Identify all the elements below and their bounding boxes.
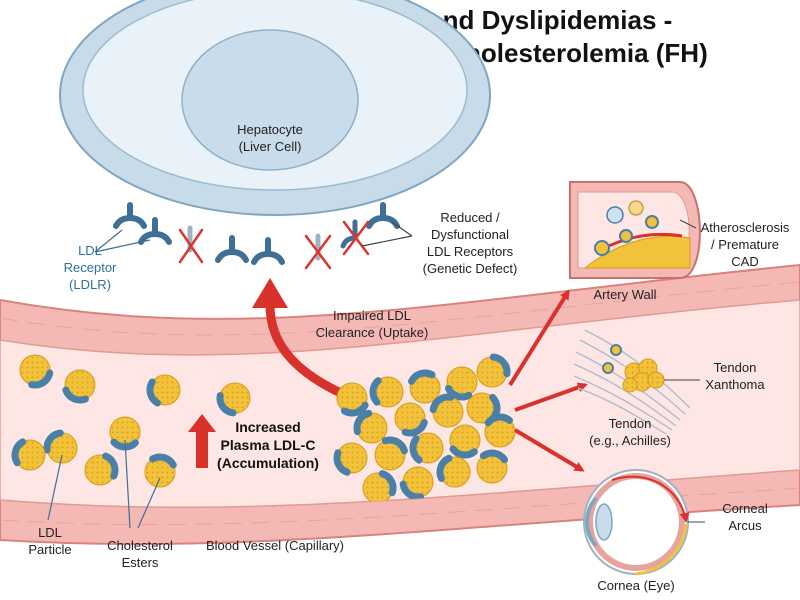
tendon-illustration [573,329,691,435]
tendon-xanthoma-cluster [602,344,700,393]
ldl-particle [353,409,388,444]
tendon-label-2: (e.g., Achilles) [589,433,671,448]
hepatocyte-cell [59,0,491,216]
ldl-particle [43,429,78,464]
atherosclerosis-label-1: Atherosclerosis [701,220,790,235]
increased-label-3: (Accumulation) [217,455,319,471]
ldl-particle [484,413,516,448]
increased-label-2: Plasma LDL-C [221,437,316,453]
reduced-label-2: Dysfunctional [431,227,509,242]
defective-receptor [178,219,370,270]
ldlr-label-2: Receptor [64,260,117,275]
increase-arrow-icon [188,414,216,468]
ldlr-label-1: LDL [78,243,102,258]
ldl-particle [476,353,511,388]
ldl-particle [146,374,181,407]
vessel-label: Blood Vessel (Capillary) [206,538,344,553]
ldl-receptor [113,202,400,265]
ldlr-callout [94,229,151,253]
ldl-particle [362,470,397,504]
reduced-receptors-callout [361,221,413,247]
ldl-particle [394,402,428,437]
hepatocyte-label-2: (Liver Cell) [239,139,302,154]
arcus-label-2: Arcus [728,518,762,533]
artery-wall-illustration [569,181,701,279]
artery-wall-label: Artery Wall [593,287,656,302]
ldl-particle [374,436,408,471]
tendon-label-1: Tendon [609,416,652,431]
reduced-label-1: Reduced / [440,210,500,225]
ldl-particle [409,432,444,464]
ldl-particle [476,449,509,484]
ldl-particle [444,366,478,401]
ldl-particle [429,393,464,428]
hepatocyte-label-1: Hepatocyte [237,122,303,137]
outcome-arrows [508,289,588,472]
reduced-label-4: (Genetic Defect) [423,261,518,276]
ldl-particle [369,376,404,408]
cholesterol-label-2: Esters [122,555,159,570]
ldl-particle [336,382,369,417]
atherosclerosis-label-2: / Premature [711,237,779,252]
xanthoma-label-2: Xanthoma [705,377,765,392]
increased-label-1: Increased [235,419,300,435]
ldl-particle [11,438,46,471]
atherosclerosis-label-3: CAD [731,254,758,269]
reduced-label-3: LDL Receptors [427,244,514,259]
ldl-particle [84,452,119,486]
eye-illustration [583,469,705,576]
ldlr-label-3: (LDLR) [69,277,111,292]
ldl-particle-label-1: LDL [38,525,62,540]
ldl-particle [399,466,434,501]
ldl-particle [333,442,368,476]
impaired-label-1: Impaired LDL [333,308,411,323]
ldl-particle [436,454,471,488]
particle-callouts [47,439,161,529]
xanthoma-label-1: Tendon [714,360,757,375]
cholesterol-label-1: Cholesterol [107,538,173,553]
ldl-particle [19,354,54,389]
cornea-label: Cornea (Eye) [597,578,674,593]
ldl-particle [449,424,481,459]
ldl-particle-group [11,353,516,504]
ldl-particle-label-2: Particle [28,542,71,557]
ldl-particle [144,453,177,488]
ldl-particle [62,369,96,404]
ldl-particle [216,382,251,417]
impaired-clearance-arrow [252,278,347,400]
ldl-particle [408,369,441,404]
impaired-label-2: Clearance (Uptake) [316,325,429,340]
arcus-label-1: Corneal [722,501,768,516]
